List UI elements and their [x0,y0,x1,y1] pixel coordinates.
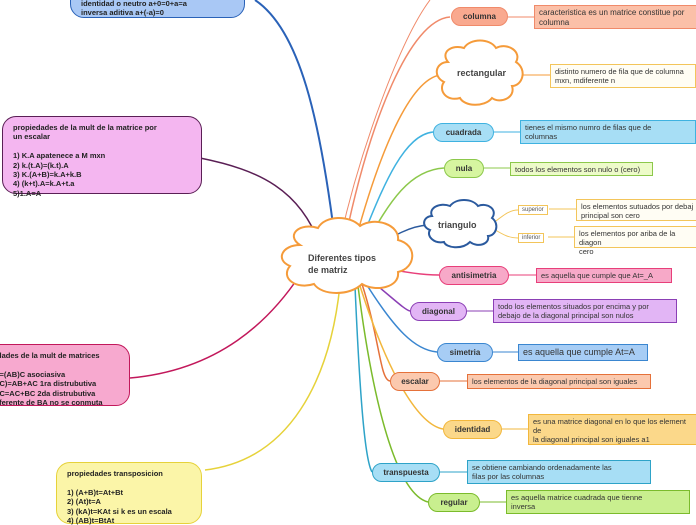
desc-antisimetria: es aquella que cumple que At=_A [536,268,672,283]
node-antisimetria[interactable]: antisimetria [439,266,509,285]
desc-simetria: es aquella que cumple At=A [518,344,648,361]
node-simetria[interactable]: simetria [437,343,493,362]
rectangular-cloud-shape [435,39,524,106]
node-diagonal[interactable]: diagonal [410,302,467,321]
connector-top-edge [339,0,431,241]
connector-transpuesta [354,285,373,473]
connector-regular [357,285,429,503]
center-cloud-shape [280,217,414,294]
desc-superior: los elementos sutuados por debaj princip… [576,199,696,221]
connector-identidad [359,285,444,430]
transpose-properties-box[interactable]: propiedades transposicion 1) (A+B)t=At+B… [56,462,202,525]
node-cuadrada[interactable]: cuadrada [433,123,494,142]
scalar-properties-box[interactable]: propiedades de la mult de la matrice por… [2,116,202,198]
desc-identidad: es una matrice diagonal en lo que los el… [528,414,696,445]
node-triangulo[interactable]: triangulo [438,220,477,230]
desc-cuadrada: tienes el mismo numro de filas que de co… [520,120,696,144]
connector-transpose-box [204,284,341,471]
desc-inferior: los elementos por ariba de la diagon cer… [574,226,696,256]
node-columna[interactable]: columna [451,7,508,26]
connector-mult-box [129,274,301,379]
tag-inferior: inferior [518,233,545,243]
center-title[interactable]: Diferentes tipos de matriz [308,253,377,275]
desc-rectangular: distinto numero de fila que de columna m… [550,64,696,88]
triangulo-cloud-shape [423,199,498,249]
node-transpuesta[interactable]: transpuesta [372,463,440,482]
connector-simetria [364,281,438,353]
node-escalar[interactable]: escalar [390,372,440,391]
connector-escalar [361,283,391,382]
mult-properties-box[interactable]: dades de la mult de matrices )=(AB)C aso… [0,344,130,407]
connector-rectangular [354,74,441,243]
node-nula[interactable]: nula [444,159,484,178]
node-identidad[interactable]: identidad [443,420,502,439]
desc-escalar: los elementos de la diagonal principal s… [467,374,651,389]
desc-diagonal: todo los elementos situados por encima y… [493,299,677,323]
connector-columna [344,16,451,241]
tag-superior: superior [518,205,548,215]
desc-transpuesta: se obtiene cambiando ordenadamente las f… [467,460,651,484]
desc-columna: caracteristica es un matrice constitue p… [534,5,696,29]
desc-regular: es aquella matrice cuadrada que tienne i… [506,490,690,514]
connector-top-box [254,0,336,241]
top-properties-box[interactable]: identidad o neutro a+0=0+a=a inversa adi… [70,0,245,18]
node-regular[interactable]: regular [428,493,480,512]
desc-nula: todos los elementos son nulo o (cero) [510,162,653,176]
node-rectangular[interactable]: rectangular [457,68,507,78]
